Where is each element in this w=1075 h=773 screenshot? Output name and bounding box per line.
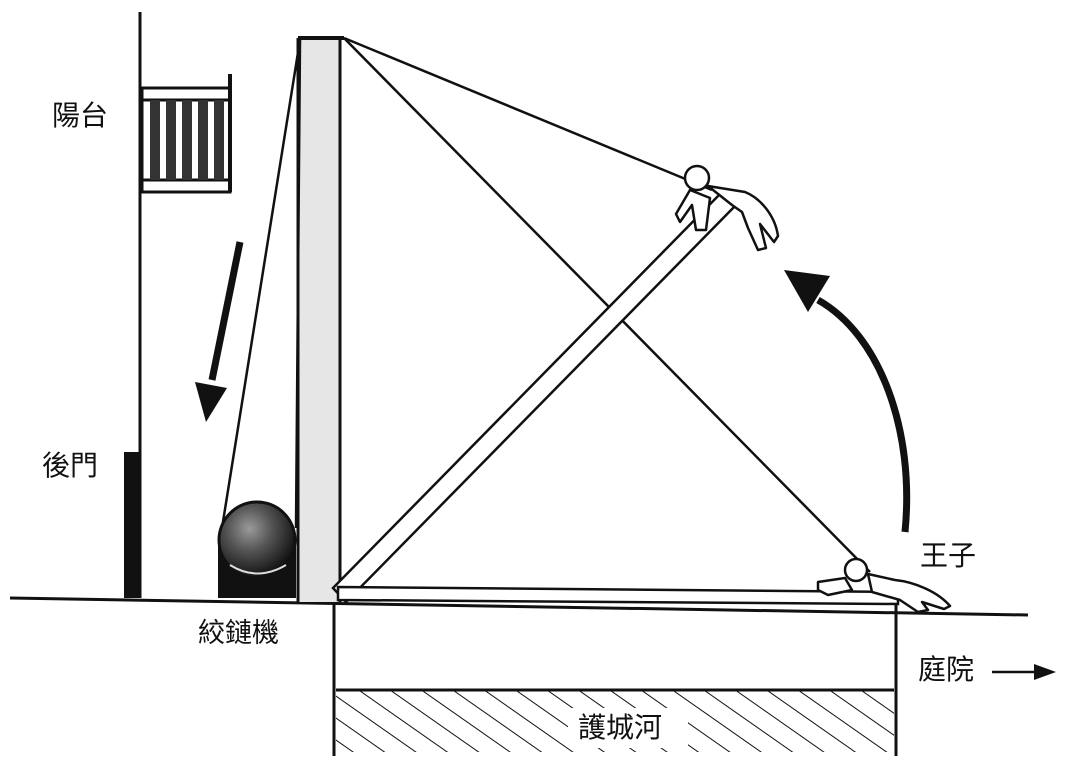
ground-line	[9, 596, 1029, 617]
prince-figure-lowered	[816, 557, 952, 614]
tower	[296, 36, 344, 602]
down-arrow	[195, 241, 244, 422]
winch	[217, 500, 297, 598]
prince-label: 王子	[920, 539, 977, 572]
back-door	[124, 452, 140, 598]
moat	[332, 602, 898, 756]
cable-lower	[343, 37, 871, 573]
courtyard-arrow	[992, 664, 1056, 680]
moat-label: 護城河	[578, 711, 663, 744]
winch-label: 絞鏈機	[198, 618, 279, 649]
drawbridge-lowered	[336, 585, 900, 606]
drawbridge-raised	[331, 190, 738, 604]
cable-upper	[343, 36, 713, 192]
balcony-railing	[140, 74, 232, 194]
rope-inner	[294, 39, 302, 529]
balcony-label: 陽台	[52, 99, 109, 132]
prince-figure-raised	[674, 164, 780, 252]
courtyard-label: 庭院	[918, 653, 975, 686]
raise-arrow	[784, 270, 911, 533]
rope-to-winch	[220, 39, 302, 529]
back-door-label: 後門	[42, 449, 99, 482]
